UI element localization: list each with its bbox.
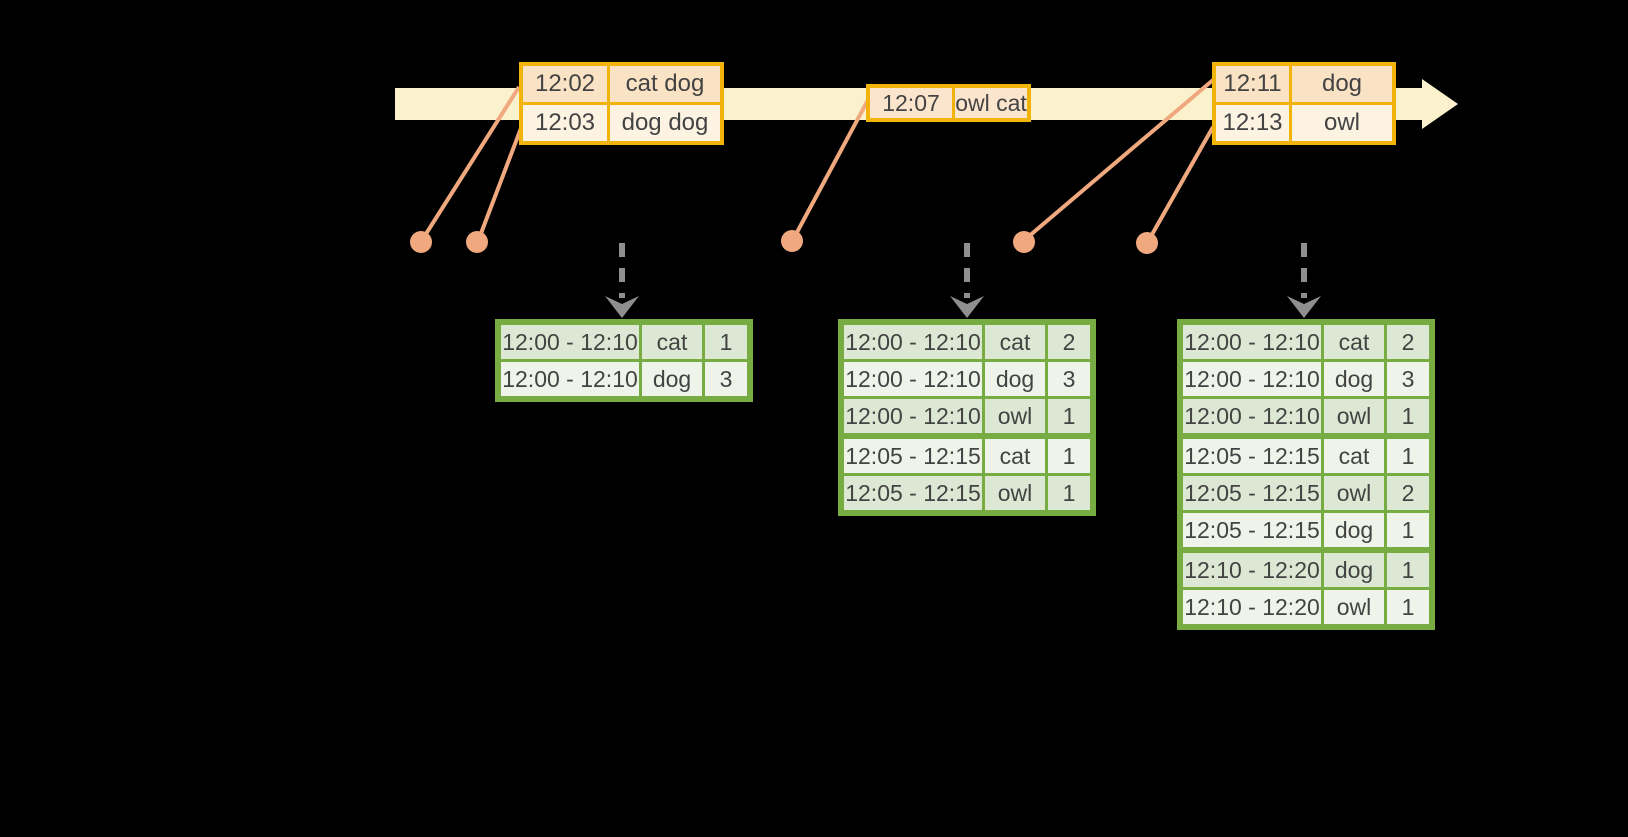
table-row: 12:00 - 12:10 cat 1 [496, 320, 752, 362]
word-cell: cat [639, 320, 705, 362]
word-cell: dog [639, 359, 705, 401]
word-cell: dog [1321, 547, 1387, 590]
window-cell: 12:00 - 12:10 [1178, 396, 1324, 438]
window-cell: 12:10 - 12:20 [1178, 587, 1324, 629]
word-cell: owl [1321, 473, 1387, 513]
event-words-cell: dog dog [610, 105, 720, 141]
event-marker-dot [410, 231, 432, 253]
event-table-1: 12:02 cat dog 12:03 dog dog [519, 62, 724, 145]
event-time-cell: 12:02 [523, 66, 607, 102]
event-table-3: 12:11 dog 12:13 owl [1212, 62, 1396, 145]
window-cell: 12:05 - 12:15 [839, 473, 985, 515]
word-cell: cat [1321, 320, 1387, 362]
trigger-arrowhead-icon [950, 296, 984, 318]
table-row: 12:10 - 12:20 owl 1 [1178, 587, 1434, 629]
window-cell: 12:05 - 12:15 [1178, 473, 1324, 513]
table-row: 12:10 - 12:20 dog 1 [1178, 547, 1434, 590]
table-row: 12:00 - 12:10 cat 2 [1178, 320, 1434, 362]
count-cell: 3 [1045, 359, 1095, 399]
event-time-cell: 12:07 [870, 88, 952, 118]
table-row: 12:00 - 12:10 dog 3 [839, 359, 1095, 399]
table-row: 12:05 - 12:15 dog 1 [1178, 510, 1434, 552]
table-row: 12:00 - 12:10 cat 2 [839, 320, 1095, 362]
window-cell: 12:00 - 12:10 [1178, 320, 1324, 362]
word-cell: dog [982, 359, 1048, 399]
count-cell: 3 [1384, 359, 1434, 399]
word-cell: owl [1321, 396, 1387, 438]
window-cell: 12:00 - 12:10 [496, 320, 642, 362]
window-cell: 12:00 - 12:10 [839, 359, 985, 399]
event-marker-dot [466, 231, 488, 253]
result-table-2: 12:00 - 12:10 cat 2 12:00 - 12:10 dog 3 … [838, 319, 1096, 516]
table-row: 12:05 - 12:15 owl 2 [1178, 473, 1434, 513]
result-table-1: 12:00 - 12:10 cat 1 12:00 - 12:10 dog 3 [495, 319, 753, 402]
timeline-arrowhead-icon [1422, 79, 1458, 129]
window-cell: 12:00 - 12:10 [1178, 359, 1324, 399]
window-cell: 12:05 - 12:15 [839, 433, 985, 476]
window-cell: 12:00 - 12:10 [839, 396, 985, 438]
event-connector-line [478, 122, 525, 237]
table-row: 12:00 - 12:10 owl 1 [839, 396, 1095, 438]
table-row: 12:05 - 12:15 cat 1 [1178, 433, 1434, 476]
event-connector-line [793, 99, 870, 237]
count-cell: 1 [1384, 587, 1434, 629]
event-words-cell: dog [1292, 66, 1392, 102]
event-marker-dot [781, 230, 803, 252]
event-marker-dot [1136, 232, 1158, 254]
word-cell: cat [982, 320, 1048, 362]
count-cell: 1 [1384, 396, 1434, 438]
event-time-cell: 12:03 [523, 105, 607, 141]
window-cell: 12:05 - 12:15 [1178, 433, 1324, 476]
event-words-cell: owl [1292, 105, 1392, 141]
count-cell: 2 [1384, 473, 1434, 513]
word-cell: dog [1321, 359, 1387, 399]
event-table-2: 12:07 owl cat [866, 84, 1031, 122]
result-table-3: 12:00 - 12:10 cat 2 12:00 - 12:10 dog 3 … [1177, 319, 1435, 630]
count-cell: 1 [1384, 547, 1434, 590]
word-cell: owl [982, 396, 1048, 438]
count-cell: 1 [1384, 510, 1434, 552]
word-cell: owl [982, 473, 1048, 515]
count-cell: 2 [1384, 320, 1434, 362]
word-cell: cat [982, 433, 1048, 476]
word-cell: dog [1321, 510, 1387, 552]
count-cell: 1 [702, 320, 752, 362]
trigger-arrowhead-icon [1287, 296, 1321, 318]
window-cell: 12:00 - 12:10 [496, 359, 642, 401]
event-time-cell: 12:13 [1216, 105, 1289, 141]
word-cell: cat [1321, 433, 1387, 476]
table-row: 12:00 - 12:10 dog 3 [1178, 359, 1434, 399]
table-row: 12:05 - 12:15 owl 1 [839, 473, 1095, 515]
trigger-arrowhead-icon [605, 296, 639, 318]
count-cell: 3 [702, 359, 752, 401]
event-time-cell: 12:11 [1216, 66, 1289, 102]
table-row: 12:00 - 12:10 owl 1 [1178, 396, 1434, 438]
count-cell: 1 [1045, 433, 1095, 476]
event-connector-line [1148, 126, 1215, 239]
count-cell: 1 [1045, 473, 1095, 515]
count-cell: 2 [1045, 320, 1095, 362]
count-cell: 1 [1045, 396, 1095, 438]
word-cell: owl [1321, 587, 1387, 629]
event-words-cell: owl cat [955, 88, 1027, 118]
window-cell: 12:10 - 12:20 [1178, 547, 1324, 590]
count-cell: 1 [1384, 433, 1434, 476]
event-words-cell: cat dog [610, 66, 720, 102]
window-cell: 12:05 - 12:15 [1178, 510, 1324, 552]
event-marker-dot [1013, 231, 1035, 253]
window-cell: 12:00 - 12:10 [839, 320, 985, 362]
table-row: 12:00 - 12:10 dog 3 [496, 359, 752, 401]
table-row: 12:05 - 12:15 cat 1 [839, 433, 1095, 476]
